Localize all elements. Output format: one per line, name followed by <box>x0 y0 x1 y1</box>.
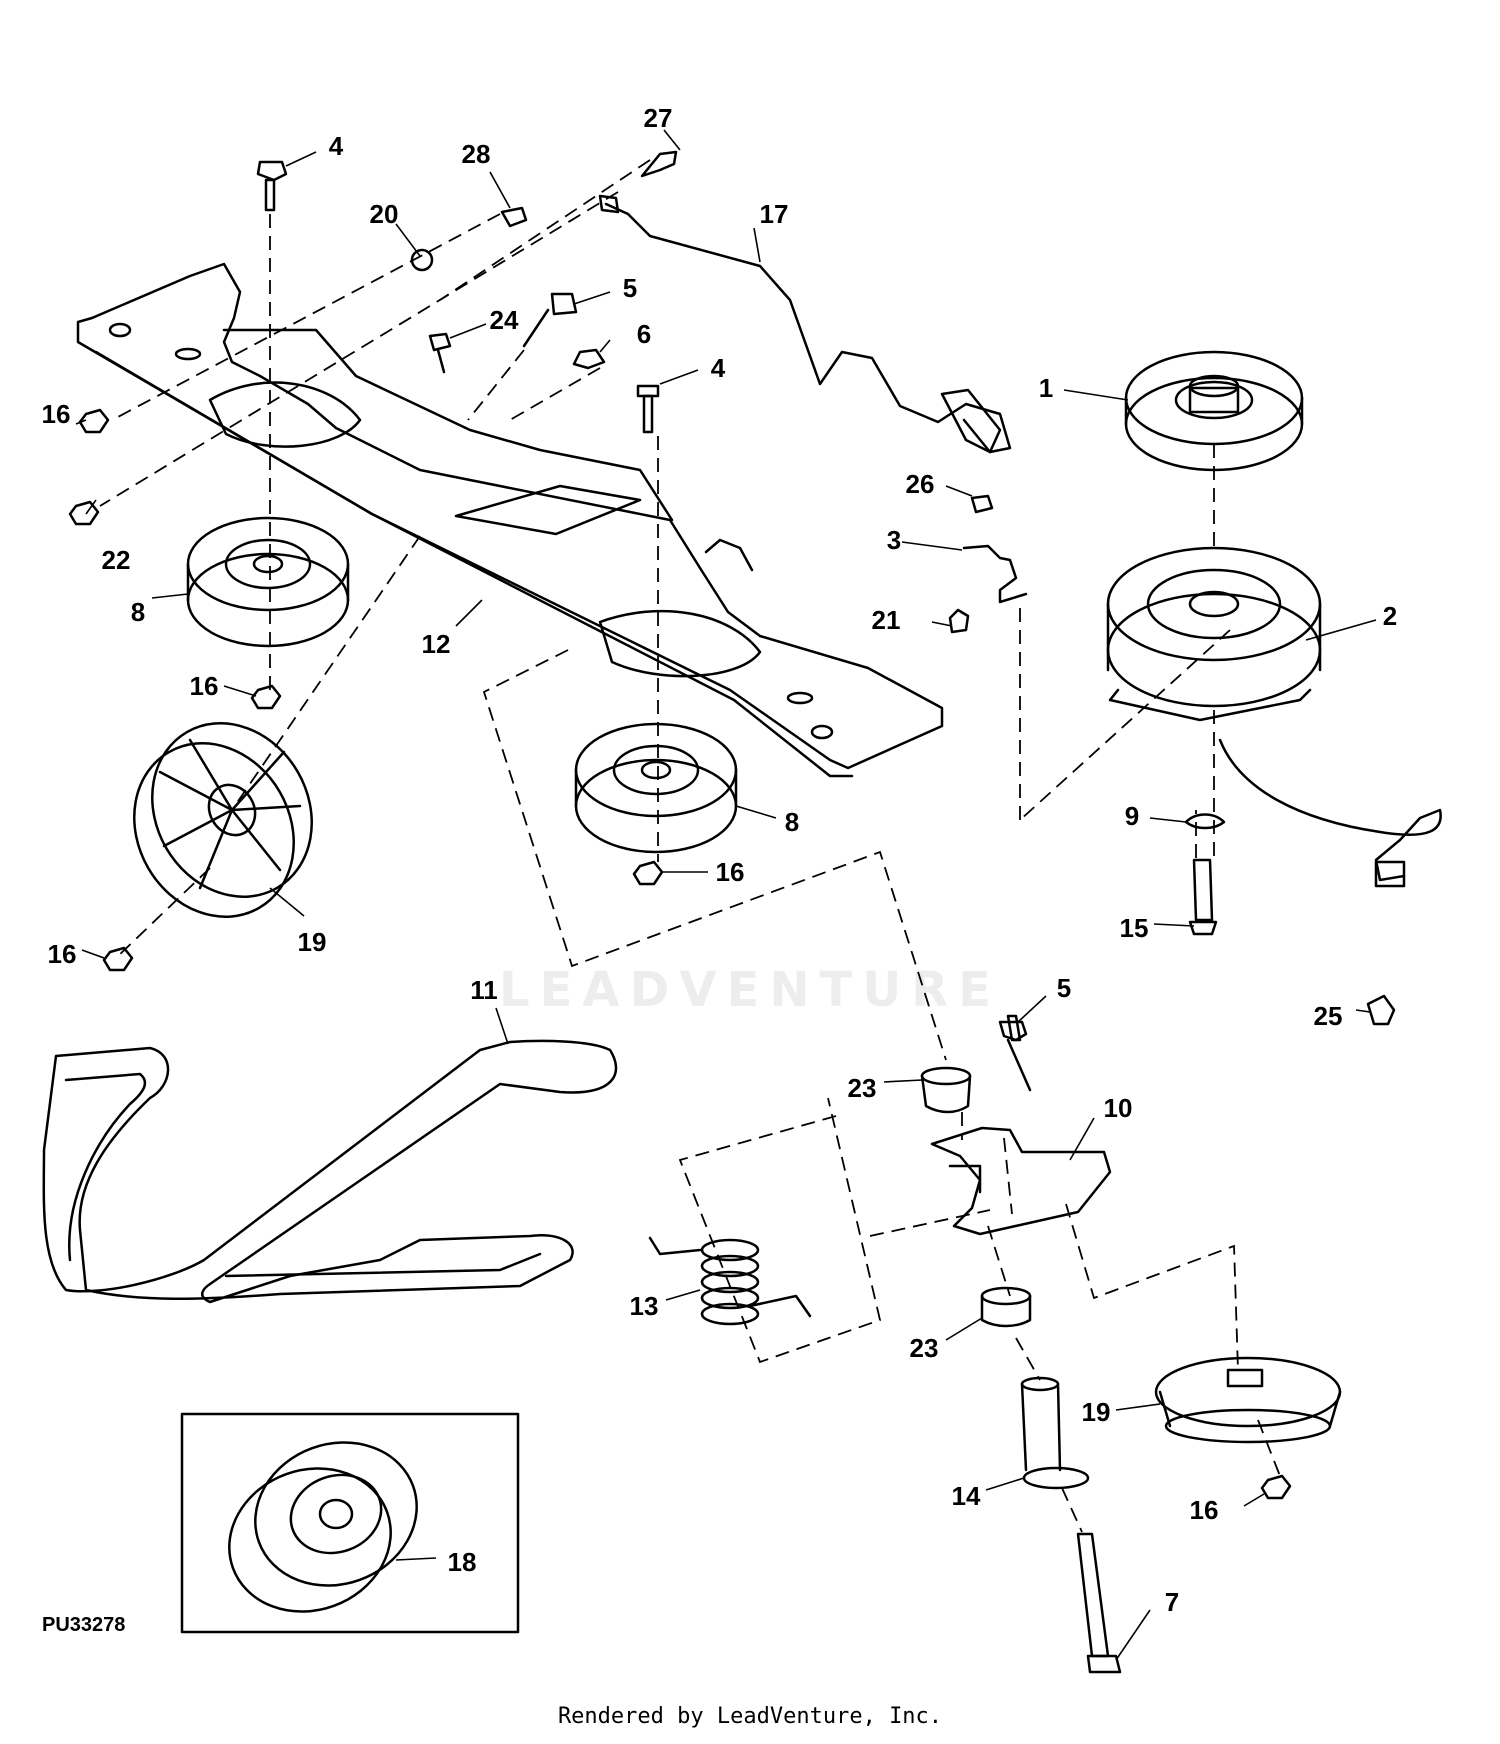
callout-part-12: 12 <box>421 629 451 659</box>
idler-pulley-part-19-left <box>133 722 313 918</box>
pulley-part-18 <box>228 1441 418 1613</box>
bolt-part-7 <box>1076 1532 1122 1674</box>
callout-part-16: 16 <box>47 939 77 969</box>
callout-part-20: 20 <box>369 199 399 229</box>
callout-part-24: 24 <box>489 305 519 335</box>
callout-part-25: 25 <box>1313 1001 1343 1031</box>
callout-part-9: 9 <box>1124 801 1140 831</box>
shaft-part-14 <box>1020 1376 1090 1490</box>
callout-part-16: 16 <box>715 857 745 887</box>
callout-part-8: 8 <box>784 807 800 837</box>
bracket-part-10 <box>930 1126 1112 1236</box>
idler-pulley-part-19-right <box>1154 1356 1342 1444</box>
main-bracket-part-12 <box>76 262 944 778</box>
clutch-part-2 <box>1106 546 1442 888</box>
callout-part-16: 16 <box>41 399 71 429</box>
callout-part-15: 15 <box>1119 913 1149 943</box>
callout-part-2: 2 <box>1382 601 1398 631</box>
callout-part-16: 16 <box>1189 1495 1219 1525</box>
callout-part-5: 5 <box>622 273 638 303</box>
bushing-part-23-lower <box>980 1286 1032 1328</box>
callout-part-28: 28 <box>461 139 491 169</box>
inset-box-part-18 <box>180 1412 520 1634</box>
callout-part-26: 26 <box>905 469 935 499</box>
watermark: LEADVENTURE <box>499 962 1001 1018</box>
wire-harness-part-17 <box>604 202 1012 454</box>
assembly-lines <box>99 159 1281 1533</box>
callout-part-21: 21 <box>871 605 901 635</box>
callout-part-8: 8 <box>130 597 146 627</box>
callout-part-1: 1 <box>1038 373 1054 403</box>
callout-part-27: 27 <box>643 103 673 133</box>
callout-part-14: 14 <box>951 1481 981 1511</box>
footer-credit: Rendered by LeadVenture, Inc. <box>557 1704 943 1729</box>
callout-part-13: 13 <box>629 1291 659 1321</box>
callout-part-7: 7 <box>1164 1587 1180 1617</box>
spring-part-13 <box>648 1236 812 1326</box>
callout-part-17: 17 <box>759 199 789 229</box>
diagram-id: PU33278 <box>42 1614 126 1636</box>
leader-lines <box>75 129 1377 1661</box>
callout-part-19: 19 <box>1081 1397 1111 1427</box>
bushing-part-23-upper <box>920 1066 972 1114</box>
callout-part-10: 10 <box>1103 1093 1133 1123</box>
callout-part-23: 23 <box>909 1333 939 1363</box>
belt-part-11 <box>42 1039 618 1304</box>
callout-part-22: 22 <box>101 545 131 575</box>
callout-part-23: 23 <box>847 1073 877 1103</box>
callout-part-3: 3 <box>886 525 902 555</box>
callout-part-4: 4 <box>710 353 726 383</box>
pulley-part-8-left <box>186 516 350 648</box>
pulley-part-8-right <box>574 722 738 854</box>
callout-part-5: 5 <box>1056 973 1072 1003</box>
callout-part-16: 16 <box>189 671 219 701</box>
callout-part-6: 6 <box>636 319 652 349</box>
callout-part-19: 19 <box>297 927 327 957</box>
callout-part-18: 18 <box>447 1547 477 1577</box>
callout-part-11: 11 <box>470 975 498 1005</box>
callout-part-4: 4 <box>328 131 344 161</box>
